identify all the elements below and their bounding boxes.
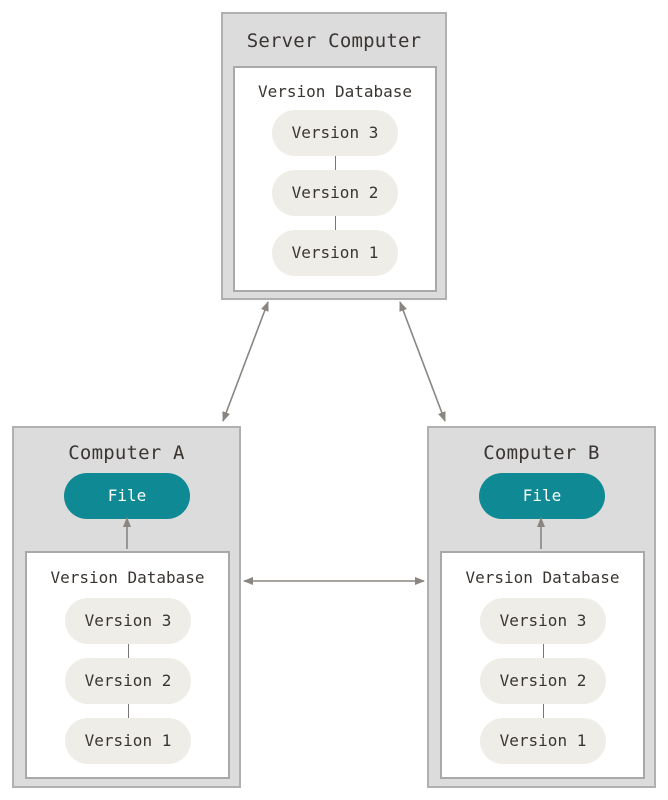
computer-a-box: Computer A File Version Database Version…: [12, 426, 241, 788]
computer-b-database-label: Version Database: [465, 568, 620, 587]
server-version-3: Version 3: [272, 110, 398, 156]
computer-a-title: Computer A: [68, 442, 185, 464]
computer-b-version-3: Version 3: [480, 598, 606, 644]
server-computer-box: Server Computer Version Database Version…: [221, 12, 447, 300]
server-database-label: Version Database: [257, 82, 413, 101]
server-version-1: Version 1: [272, 230, 398, 276]
computer-b-connector-2-1: [543, 704, 544, 718]
server-version-2: Version 2: [272, 170, 398, 216]
computer-b-file: File: [479, 473, 605, 519]
computer-b-version-1: Version 1: [480, 718, 606, 764]
server-connector-3-2: [335, 156, 336, 170]
arrow-server-computer-a: [222, 301, 269, 422]
computer-a-connector-3-2: [128, 644, 129, 658]
computer-b-connector-3-2: [543, 644, 544, 658]
arrow-server-computer-b: [399, 301, 446, 422]
computer-b-version-2: Version 2: [480, 658, 606, 704]
computer-a-version-2: Version 2: [65, 658, 191, 704]
computer-a-database-label: Version Database: [50, 568, 205, 587]
computer-b-version-database: Version Database Version 3 Version 2 Ver…: [440, 551, 645, 779]
computer-a-version-1: Version 1: [65, 718, 191, 764]
computer-b-box: Computer B File Version Database Version…: [427, 426, 656, 788]
server-connector-2-1: [335, 216, 336, 230]
computer-a-version-database: Version Database Version 3 Version 2 Ver…: [25, 551, 230, 779]
computer-b-title: Computer B: [483, 442, 600, 464]
computer-a-connector-2-1: [128, 704, 129, 718]
server-computer-title: Server Computer: [246, 30, 422, 52]
server-version-database: Version Database Version 3 Version 2 Ver…: [233, 66, 437, 292]
computer-a-file: File: [64, 473, 190, 519]
computer-a-version-3: Version 3: [65, 598, 191, 644]
